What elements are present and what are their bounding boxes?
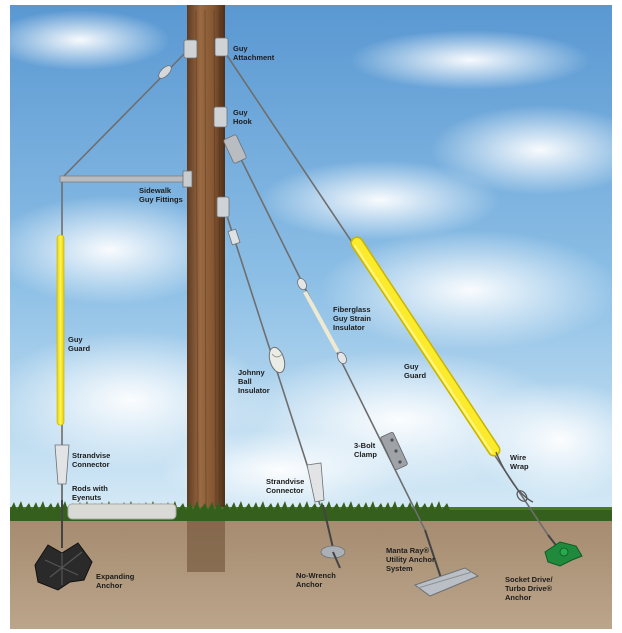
fiberglass-insulator-part bbox=[297, 277, 347, 365]
label-socket-drive-anchor: Socket Drive/Turbo Drive®Anchor bbox=[505, 575, 553, 602]
strandvise-connector-mid-part bbox=[306, 462, 325, 503]
guy-hook-hardware bbox=[213, 106, 247, 246]
strandvise-connector-left-part bbox=[54, 444, 70, 500]
expanding-anchor-part bbox=[34, 542, 93, 591]
pole-butt-underground bbox=[187, 517, 225, 572]
johnny-ball-insulator-part bbox=[268, 346, 286, 374]
pole-wood-grain bbox=[195, 9, 221, 516]
guy-attachment-hardware bbox=[158, 37, 229, 79]
sidewalk-slab bbox=[67, 503, 177, 520]
manta-ray-anchor-part bbox=[413, 567, 480, 597]
three-bolt-clamp-part bbox=[380, 431, 408, 471]
wire-wrap-part bbox=[495, 451, 534, 503]
socket-drive-anchor-part bbox=[544, 541, 583, 567]
no-wrench-anchor-part bbox=[320, 545, 346, 569]
strut-pole-bracket bbox=[182, 170, 193, 188]
soil-ground bbox=[10, 517, 612, 629]
guy-guard-left-tube bbox=[56, 234, 65, 426]
sidewalk-strut bbox=[59, 175, 189, 183]
guy-guard-right-tube bbox=[350, 236, 501, 457]
